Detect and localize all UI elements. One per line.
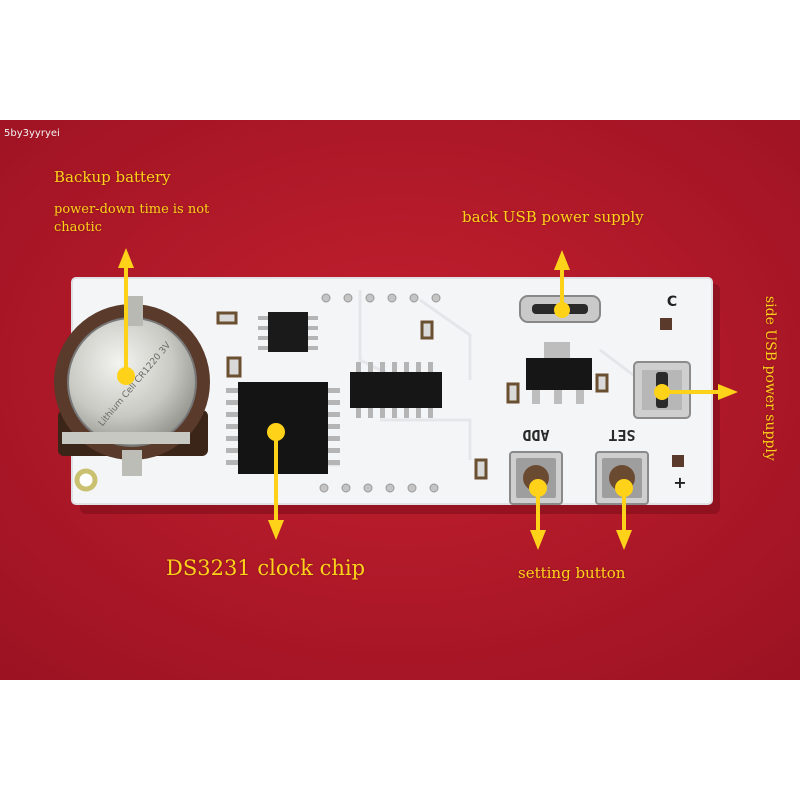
polarity-plus-marking: +	[673, 473, 686, 492]
annotation-arrows	[117, 248, 738, 550]
side-usb-label: side USB power supply	[762, 296, 778, 461]
header-pads-top	[321, 293, 441, 303]
clock-chip-label: DS3231 clock chip	[166, 556, 366, 580]
pcb-photo-illustration: Lithium Cell CR1220 3V	[0, 120, 800, 680]
backup-battery-label: Backup battery	[54, 168, 171, 186]
set-button-label: SET	[608, 426, 635, 444]
soic16-chip	[350, 362, 442, 418]
power-down-note-line2: chaotic	[54, 220, 102, 235]
soic8-chip	[258, 312, 318, 352]
corner-c-marking: C	[667, 294, 677, 310]
voltage-regulator	[526, 342, 592, 404]
set-button: SET	[595, 426, 649, 505]
watermark-text: 5by3yyryei	[4, 128, 60, 139]
power-down-note-line1: power-down time is not	[54, 202, 210, 217]
back-usb-label: back USB power supply	[462, 208, 644, 226]
add-button-label: ADD	[522, 426, 549, 444]
setting-button-label: setting button	[518, 564, 626, 582]
header-pads-bottom	[319, 483, 439, 493]
